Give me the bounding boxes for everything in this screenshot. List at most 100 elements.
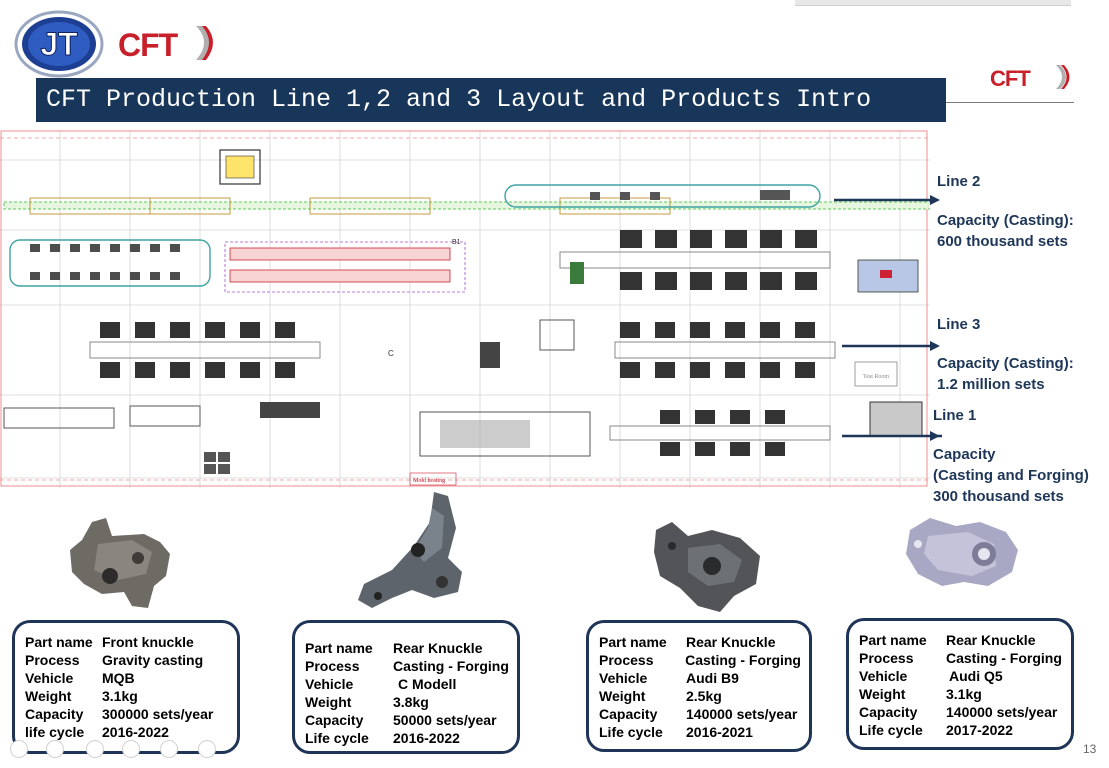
spec-row-capacity: Capacity 140000 sets/year (859, 703, 1063, 721)
spec-value: Rear Knuckle (393, 640, 483, 656)
line-3-capacity-value: 1.2 million sets (937, 376, 1045, 393)
cft-logo: CFT (118, 26, 213, 63)
line-1-name: Line 1 (933, 407, 977, 424)
spec-row-capacity: Capacity 300000 sets/year (25, 705, 229, 723)
spec-value: 2016-2021 (686, 724, 753, 740)
spec-row-process: Process Casting - Forging (599, 651, 801, 669)
spec-value: C Modell (398, 676, 457, 692)
spec-value: 50000 sets/year (393, 712, 497, 728)
spec-row-capacity: Capacity 50000 sets/year (305, 711, 509, 729)
spec-key: Vehicle (599, 670, 648, 686)
spec-key: Weight (25, 688, 72, 704)
line-2-name: Line 2 (937, 173, 981, 190)
spec-key: Part name (25, 634, 93, 650)
spec-value: 2016-2022 (393, 730, 460, 746)
cft-logo-text: CFT (118, 27, 179, 63)
spec-value: 2017-2022 (946, 722, 1013, 738)
product-card-2: Part name Rear Knuckle Process Casting - F… (292, 620, 520, 754)
spec-key: Weight (305, 694, 352, 710)
line-1-info: Line 1 Capacity (Casting and Forging) 30… (933, 405, 1089, 507)
cft-logo-right-text: CFT (990, 66, 1031, 91)
line-1-capacity-note: (Casting and Forging) (933, 467, 1089, 484)
line-arrows (834, 195, 942, 441)
spec-key: Part name (305, 640, 373, 656)
line-3-name: Line 3 (937, 316, 981, 333)
spec-value: Rear Knuckle (946, 632, 1036, 648)
plan-label-c: C (388, 349, 394, 358)
spec-value: Casting - Forging (685, 652, 801, 668)
spec-row-vehicle: Vehicle Audi B9 (599, 669, 801, 687)
spec-key: Life cycle (599, 724, 663, 740)
spec-key: Weight (599, 688, 646, 704)
spec-key: Part name (599, 634, 667, 650)
line-1-capacity-label: Capacity (933, 446, 996, 463)
spec-row-part-name: Part name Rear Knuckle (305, 639, 509, 657)
line-2-capacity-label: Capacity (Casting): (937, 212, 1074, 229)
spec-value: 2.5kg (686, 688, 722, 704)
nav-next-button[interactable] (46, 740, 64, 758)
spec-key: Part name (859, 632, 927, 648)
spec-key: Capacity (305, 712, 364, 728)
spec-key: Process (859, 650, 914, 666)
spec-value: Audi Q5 (949, 668, 1003, 684)
spec-value: 3.1kg (946, 686, 982, 702)
spec-key: Process (305, 658, 360, 674)
spec-value: 140000 sets/year (946, 704, 1058, 720)
nav-prev-button[interactable] (10, 740, 28, 758)
spec-row-vehicle: Vehicle Audi Q5 (859, 667, 1063, 685)
line-2-info: Line 2 Capacity (Casting): 600 thousand … (937, 171, 1074, 252)
spec-value: Casting - Forging (393, 658, 509, 674)
jt-logo-text: JT (40, 26, 78, 62)
spec-key: Capacity (25, 706, 84, 722)
product-card-4: Part name Rear Knuckle Process Casting - F… (846, 618, 1074, 750)
product-image-rear-knuckle-q5 (906, 518, 1018, 586)
spec-value: Audi B9 (686, 670, 739, 686)
spec-row-life-cycle: Life cycle 2016-2022 (305, 729, 509, 747)
spec-key: Vehicle (859, 668, 908, 684)
spec-key: Vehicle (25, 670, 74, 686)
spec-key: Vehicle (305, 676, 354, 692)
spec-key: Process (599, 652, 654, 668)
spec-row-life-cycle: Life cycle 2017-2022 (859, 721, 1063, 739)
product-image-front-knuckle (70, 518, 170, 608)
spec-value: 300000 sets/year (102, 706, 214, 722)
top-strip (795, 0, 1071, 6)
slides-overview-button[interactable] (122, 740, 140, 758)
spec-key: Weight (859, 686, 906, 702)
more-options-button[interactable] (198, 740, 216, 758)
spec-key: Life cycle (859, 722, 923, 738)
line-2-capacity-value: 600 thousand sets (937, 233, 1068, 250)
spec-row-weight: Weight 2.5kg (599, 687, 801, 705)
line-1-capacity-value: 300 thousand sets (933, 488, 1064, 505)
product-image-rear-knuckle-b9 (654, 522, 760, 612)
title-divider (946, 102, 1074, 103)
spec-row-process: Process Casting - Forging (305, 657, 509, 675)
cft-logo-right: CFT (990, 65, 1070, 91)
page-number: 13 (1083, 742, 1097, 756)
product-image-rear-knuckle-c (358, 492, 462, 608)
spec-key: Capacity (859, 704, 918, 720)
spec-value: Casting - Forging (946, 650, 1062, 666)
spec-row-vehicle: Vehicle C Modell (305, 675, 509, 693)
spec-row-life-cycle: Life cycle 2016-2021 (599, 723, 801, 741)
pen-tool-button[interactable] (86, 740, 104, 758)
spec-value: 3.1kg (102, 688, 138, 704)
spec-row-vehicle: Vehicle MQB (25, 669, 229, 687)
jt-logo: JT (14, 10, 104, 78)
spec-key: Life cycle (305, 730, 369, 746)
spec-row-process: Process Casting - Forging (859, 649, 1063, 667)
factory-layout-plan: B1 C Test Room Mold heating (0, 130, 930, 488)
spec-value: MQB (102, 670, 135, 686)
zoom-button[interactable] (160, 740, 178, 758)
spec-key: Process (25, 652, 80, 668)
spec-key: life cycle (25, 724, 85, 740)
plan-label-test-room: Test Room (863, 374, 889, 380)
